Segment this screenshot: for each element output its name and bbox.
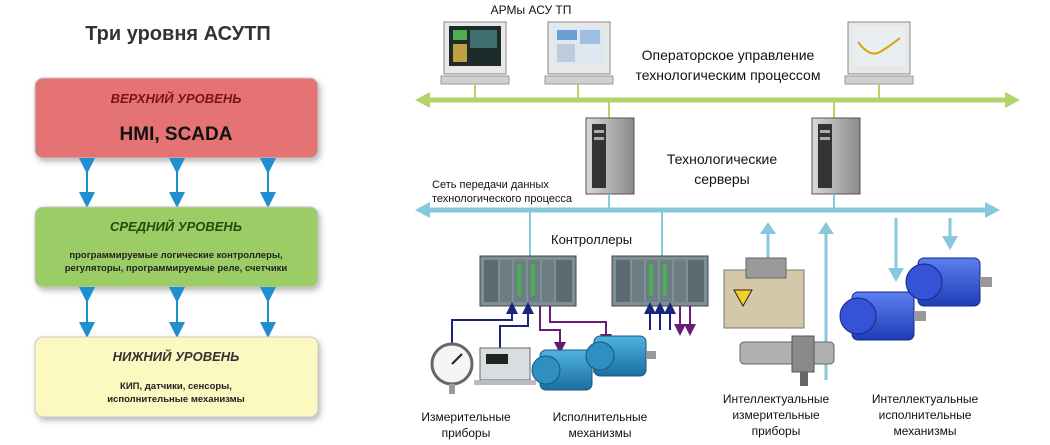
controllers-label: Контроллеры: [551, 232, 632, 247]
smart-motor-1: [839, 291, 926, 341]
smart-actuators-label-2: исполнительные: [879, 408, 972, 422]
signal-lines-rack-1: [451, 302, 612, 354]
measuring-device: [474, 347, 536, 385]
smart-actuators-label-1: Интеллектуальные: [872, 392, 979, 406]
servers-label-2: серверы: [694, 171, 750, 187]
workstations-label: АРМы АСУ ТП: [491, 3, 572, 17]
workstation-1: [440, 21, 510, 100]
top-level-content: HMI, SCADA: [120, 124, 233, 145]
top-level-box: [34, 77, 319, 159]
workstation-2: [544, 21, 614, 100]
middle-level-content-1: программируемые логические контроллеры,: [69, 250, 282, 261]
operator-label-2: технологическим процессом: [636, 67, 821, 83]
smart-actuators-label-3: механизмы: [894, 424, 957, 438]
arrows-top-middle: [79, 158, 276, 208]
smart-measuring-label-1: Интеллектуальные: [723, 392, 830, 406]
server-2: [811, 100, 861, 210]
smart-sensor-1: [723, 257, 805, 329]
middle-level-name: СРЕДНИЙ УРОВЕНЬ: [110, 218, 242, 234]
field-bus: [415, 202, 1000, 218]
workstation-3: [844, 21, 914, 100]
bottom-level-box: [34, 336, 319, 418]
servers-label-1: Технологические: [667, 151, 778, 167]
actuators-label-1: Исполнительные: [553, 410, 648, 424]
signal-lines-rack-2: [644, 302, 696, 336]
top-level-name: ВЕРХНИЙ УРОВЕНЬ: [111, 90, 242, 106]
measuring-label-1: Измерительные: [421, 410, 511, 424]
controller-drops: [529, 210, 663, 256]
bottom-level-name: НИЖНИЙ УРОВЕНЬ: [113, 348, 240, 364]
left-panel-title: Три уровня АСУТП: [85, 23, 271, 45]
network-label-2: технологического процесса: [432, 193, 573, 205]
operator-label-1: Операторское управление: [642, 47, 815, 63]
smart-sensor-2: [739, 335, 835, 386]
middle-level-content-2: регуляторы, программируемые реле, счетчи…: [65, 263, 288, 274]
arrows-middle-bottom: [79, 287, 276, 338]
pressure-gauge: [430, 342, 474, 394]
network-label-1: Сеть передачи данных: [432, 179, 549, 191]
smart-measuring-label-3: приборы: [752, 424, 801, 438]
server-1: [585, 100, 635, 210]
controller-rack-1: [479, 255, 577, 307]
smart-motor-2: [905, 257, 992, 307]
motor-actuator-2: [585, 335, 656, 377]
smart-measuring-label-2: измерительные: [732, 408, 820, 422]
actuators-label-2: механизмы: [569, 426, 632, 440]
bottom-level-content-1: КИП, датчики, сенсоры,: [120, 381, 232, 392]
controller-rack-2: [611, 255, 709, 307]
operator-bus: [415, 92, 1020, 108]
bottom-level-content-2: исполнительные механизмы: [107, 394, 245, 405]
measuring-label-2: приборы: [442, 426, 491, 440]
